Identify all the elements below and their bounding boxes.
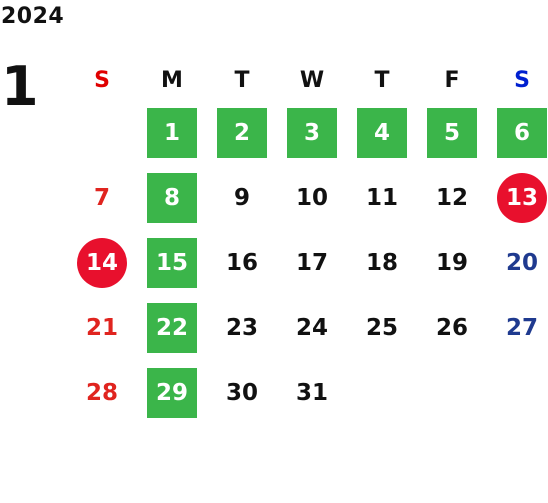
weekday-header-4: T bbox=[374, 67, 390, 93]
weekday-header-0: S bbox=[94, 67, 110, 93]
day-number: 1 bbox=[147, 107, 197, 158]
day-cell: 4 bbox=[347, 100, 417, 165]
weekday-header-6: S bbox=[514, 67, 530, 93]
empty-cell bbox=[487, 360, 548, 425]
weekday-header-5: F bbox=[444, 67, 460, 93]
day-cell: 6 bbox=[487, 100, 548, 165]
day-cell: 26 bbox=[417, 295, 487, 360]
day-number: 22 bbox=[147, 302, 197, 353]
year-label: 2024 bbox=[1, 4, 65, 29]
day-number: 21 bbox=[85, 314, 118, 341]
month-number: 1 bbox=[1, 55, 39, 118]
day-number: 28 bbox=[85, 379, 118, 406]
day-cell: 9 bbox=[207, 165, 277, 230]
day-number: 17 bbox=[295, 249, 328, 276]
day-cell: 22 bbox=[137, 295, 207, 360]
day-cell: 21 bbox=[67, 295, 137, 360]
day-number: 26 bbox=[435, 314, 468, 341]
day-number: 31 bbox=[295, 379, 328, 406]
weekday-header-2: T bbox=[234, 67, 250, 93]
day-cell: 8 bbox=[137, 165, 207, 230]
day-number: 10 bbox=[295, 184, 328, 211]
day-cell: 23 bbox=[207, 295, 277, 360]
day-cell: 24 bbox=[277, 295, 347, 360]
day-cell: 28 bbox=[67, 360, 137, 425]
empty-cell bbox=[67, 100, 137, 165]
day-number: 23 bbox=[225, 314, 258, 341]
day-cell: 16 bbox=[207, 230, 277, 295]
weekday-header-3: W bbox=[299, 67, 325, 93]
day-cell: 3 bbox=[277, 100, 347, 165]
day-number: 14 bbox=[77, 237, 127, 288]
day-number: 2 bbox=[217, 107, 267, 158]
day-cell: 18 bbox=[347, 230, 417, 295]
day-cell: 15 bbox=[137, 230, 207, 295]
day-number: 27 bbox=[505, 314, 538, 341]
day-cell: 17 bbox=[277, 230, 347, 295]
day-cell: 14 bbox=[67, 230, 137, 295]
day-number: 9 bbox=[233, 184, 250, 211]
day-cell: 20 bbox=[487, 230, 548, 295]
day-number: 29 bbox=[147, 367, 197, 418]
day-cell: 19 bbox=[417, 230, 487, 295]
day-cell: 5 bbox=[417, 100, 487, 165]
day-number: 8 bbox=[147, 172, 197, 223]
day-number: 7 bbox=[93, 184, 110, 211]
day-cell: 1 bbox=[137, 100, 207, 165]
day-number: 30 bbox=[225, 379, 258, 406]
day-cell: 10 bbox=[277, 165, 347, 230]
day-number: 24 bbox=[295, 314, 328, 341]
weekday-header-1: M bbox=[161, 67, 183, 93]
day-number: 6 bbox=[497, 107, 547, 158]
day-number: 19 bbox=[435, 249, 468, 276]
day-number: 18 bbox=[365, 249, 398, 276]
day-number: 12 bbox=[435, 184, 468, 211]
day-cell: 29 bbox=[137, 360, 207, 425]
day-number: 20 bbox=[505, 249, 538, 276]
day-number: 4 bbox=[357, 107, 407, 158]
day-cell: 31 bbox=[277, 360, 347, 425]
empty-cell bbox=[347, 360, 417, 425]
day-number: 25 bbox=[365, 314, 398, 341]
day-number: 3 bbox=[287, 107, 337, 158]
day-cell: 12 bbox=[417, 165, 487, 230]
day-cell: 25 bbox=[347, 295, 417, 360]
day-cell: 2 bbox=[207, 100, 277, 165]
day-number: 16 bbox=[225, 249, 258, 276]
day-cell: 30 bbox=[207, 360, 277, 425]
day-number: 15 bbox=[147, 237, 197, 288]
day-number: 5 bbox=[427, 107, 477, 158]
day-number: 13 bbox=[497, 172, 547, 223]
day-cell: 11 bbox=[347, 165, 417, 230]
day-number: 11 bbox=[365, 184, 398, 211]
day-cell: 27 bbox=[487, 295, 548, 360]
day-cell: 7 bbox=[67, 165, 137, 230]
day-cell: 13 bbox=[487, 165, 548, 230]
empty-cell bbox=[417, 360, 487, 425]
